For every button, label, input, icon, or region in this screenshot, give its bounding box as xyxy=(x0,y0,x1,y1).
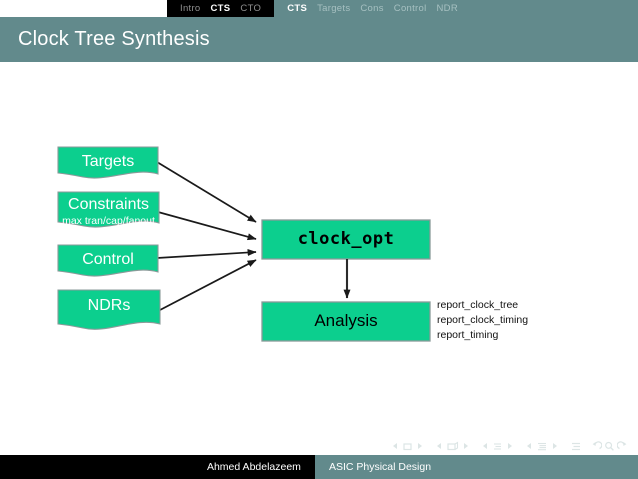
slide-content: Targets Constraints max tran/cap/fanout … xyxy=(0,62,638,455)
nav-item-sub-cts[interactable]: CTS xyxy=(287,3,308,14)
cts-flow-diagram: Targets Constraints max tran/cap/fanout … xyxy=(0,62,638,455)
section-prev-icon[interactable] xyxy=(524,441,534,451)
report-item-clock-timing: report_clock_timing xyxy=(437,314,529,326)
nav-item-sub-targets[interactable]: Targets xyxy=(317,3,351,14)
analysis-box-label: Analysis xyxy=(314,311,378,330)
slide-footer: Ahmed Abdelazeem ASIC Physical Design xyxy=(0,455,638,479)
nav-item-sub-cons[interactable]: Cons xyxy=(360,3,384,14)
back-icon[interactable] xyxy=(591,440,602,452)
navbar-right-filler xyxy=(471,0,638,17)
nav-item-cto[interactable]: CTO xyxy=(240,3,262,14)
input-box-sublabel-constraints: max tran/cap/fanout xyxy=(62,215,155,227)
beamer-navigation-symbols xyxy=(390,439,628,453)
nav-item-cts[interactable]: CTS xyxy=(210,3,231,14)
nav-item-sub-ndr[interactable]: NDR xyxy=(436,3,458,14)
footer-course-title: ASIC Physical Design xyxy=(314,455,446,479)
navbar-subsection-group: CTS Targets Cons Control NDR xyxy=(274,0,471,17)
slide-title-bar: Clock Tree Synthesis xyxy=(0,17,638,62)
subsection-prev-icon[interactable] xyxy=(480,441,490,451)
subsection-next-icon[interactable] xyxy=(505,441,515,451)
top-navigation-bar: Intro CTS CTO CTS Targets Cons Control N… xyxy=(0,0,638,17)
section-icon[interactable] xyxy=(536,441,548,452)
nav-item-sub-control[interactable]: Control xyxy=(393,3,427,14)
page-title: Clock Tree Synthesis xyxy=(18,28,210,50)
navbar-section-group: Intro CTS CTO xyxy=(167,0,275,17)
input-box-label-ndrs: NDRs xyxy=(87,297,131,314)
footer-author: Ahmed Abdelazeem xyxy=(192,455,315,479)
report-item-timing: report_timing xyxy=(437,329,499,341)
search-icon[interactable] xyxy=(604,441,615,452)
report-command-list: report_clock_tree report_clock_timing re… xyxy=(437,298,528,343)
frame-prev-icon[interactable] xyxy=(434,441,444,451)
subsection-icon[interactable] xyxy=(492,441,503,452)
navbar-left-filler xyxy=(0,0,167,17)
input-box-label-targets: Targets xyxy=(81,153,135,170)
nav-item-intro[interactable]: Intro xyxy=(180,3,201,14)
slide-prev-icon[interactable] xyxy=(390,441,400,451)
input-box-label-control: Control xyxy=(82,251,134,268)
frame-icon[interactable] xyxy=(446,441,459,452)
presentation-icon[interactable] xyxy=(570,441,582,452)
forward-icon[interactable] xyxy=(617,440,628,452)
frame-next-icon[interactable] xyxy=(461,441,471,451)
slide-icon[interactable] xyxy=(402,441,413,452)
section-next-icon[interactable] xyxy=(550,441,560,451)
input-box-label-constraints: Constraints xyxy=(68,196,149,213)
report-item-clock-tree: report_clock_tree xyxy=(437,299,519,311)
footer-right-filler xyxy=(445,455,638,479)
slide-next-icon[interactable] xyxy=(415,441,425,451)
footer-left-filler xyxy=(0,455,193,479)
process-box-label-clock-opt: clock_opt xyxy=(297,229,395,249)
